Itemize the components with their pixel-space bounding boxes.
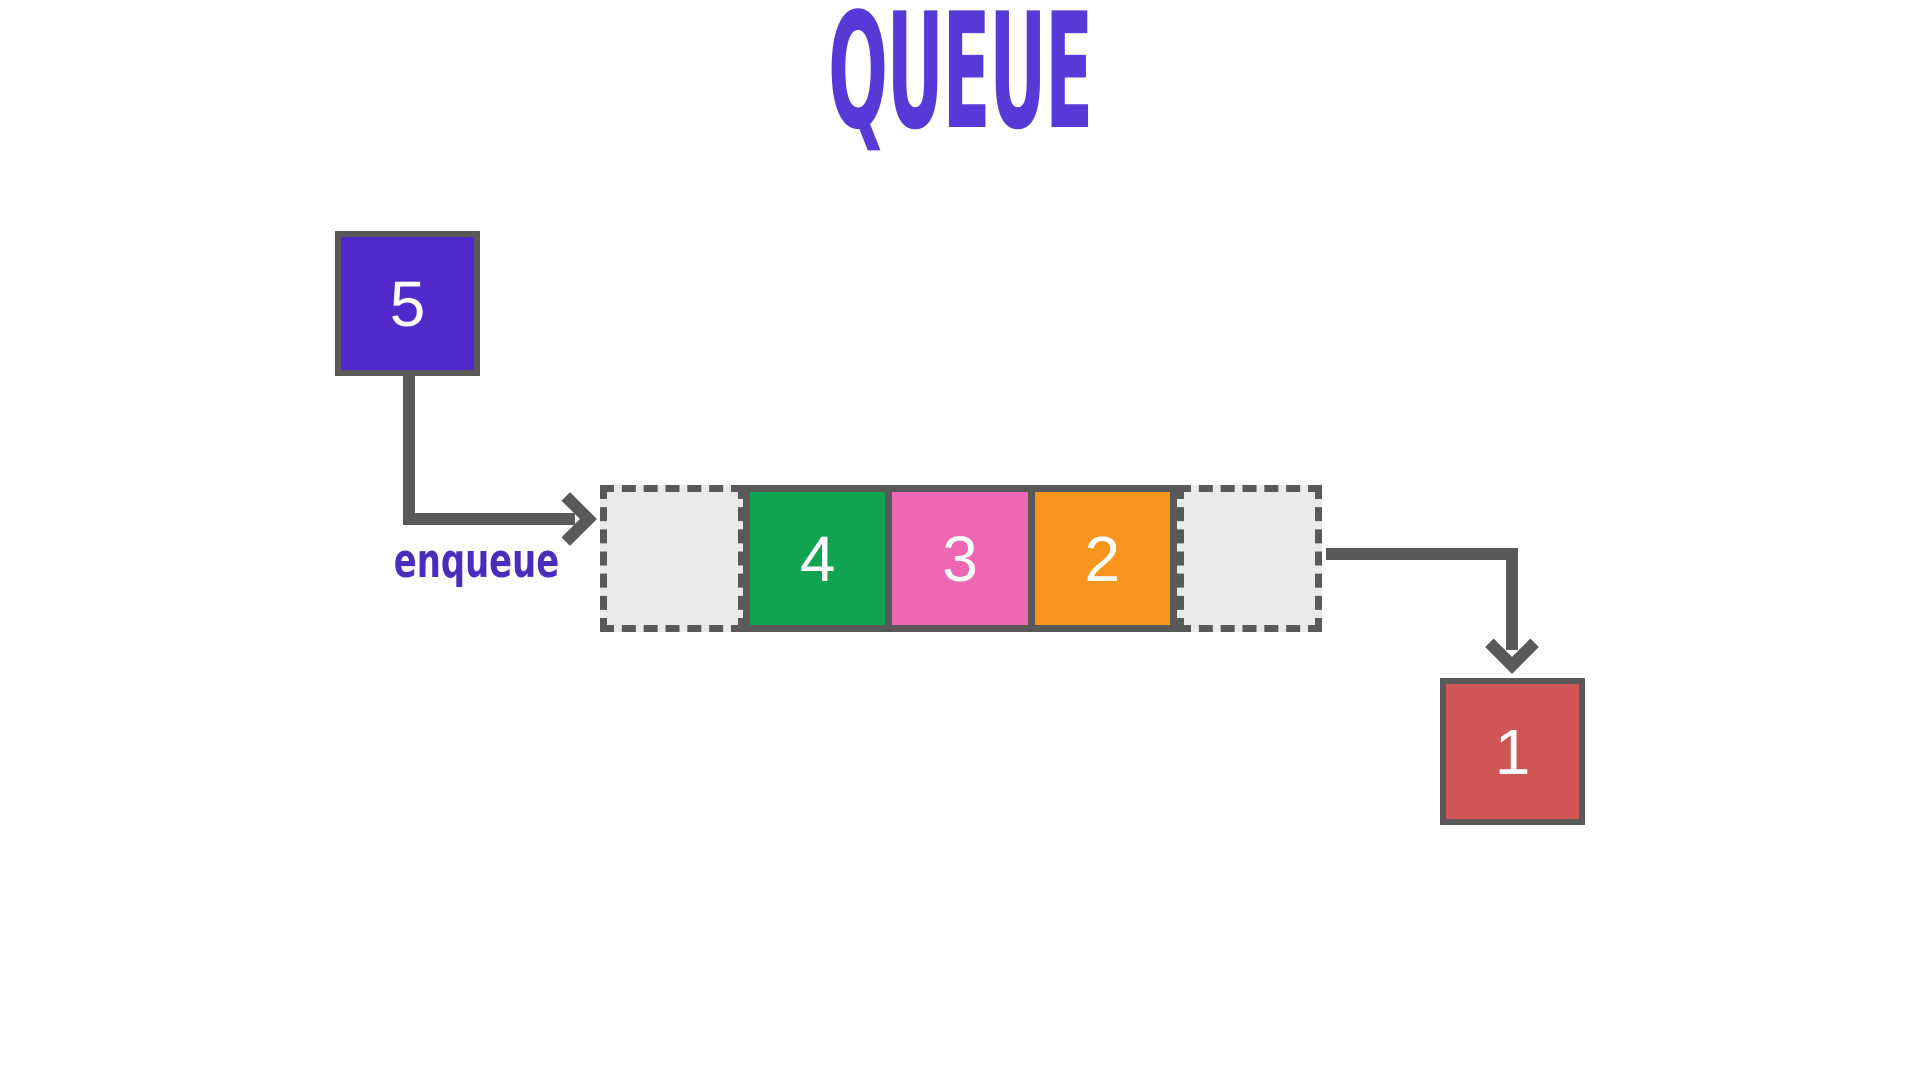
incoming-item-node: 5 <box>335 231 480 376</box>
dequeue-arrow-vertical-segment <box>1506 548 1518 650</box>
dequeue-arrowhead-down-icon <box>1485 620 1539 674</box>
dequeued-item-node: 1 <box>1440 678 1585 825</box>
queue-item: 4 <box>750 492 886 625</box>
dequeue-arrow-horizontal-segment <box>1326 548 1518 560</box>
queue-item: 2 <box>1027 492 1170 625</box>
queue-item: 3 <box>885 492 1028 625</box>
queue-item-value: 4 <box>799 522 836 595</box>
incoming-item-value: 5 <box>389 267 426 340</box>
enqueue-label: enqueue <box>393 534 560 589</box>
queue-items-container: 4 3 2 <box>743 485 1177 632</box>
dequeued-item-value: 1 <box>1494 715 1531 788</box>
page-title: QUEUE <box>828 0 1093 165</box>
queue-item-value: 2 <box>1084 522 1121 595</box>
queue-front-empty-slot <box>1177 485 1322 632</box>
enqueue-arrow-vertical-segment <box>403 370 415 525</box>
enqueue-arrow-horizontal-segment <box>403 513 575 525</box>
queue-item-value: 3 <box>942 522 978 595</box>
queue-rear-empty-slot <box>600 485 745 632</box>
